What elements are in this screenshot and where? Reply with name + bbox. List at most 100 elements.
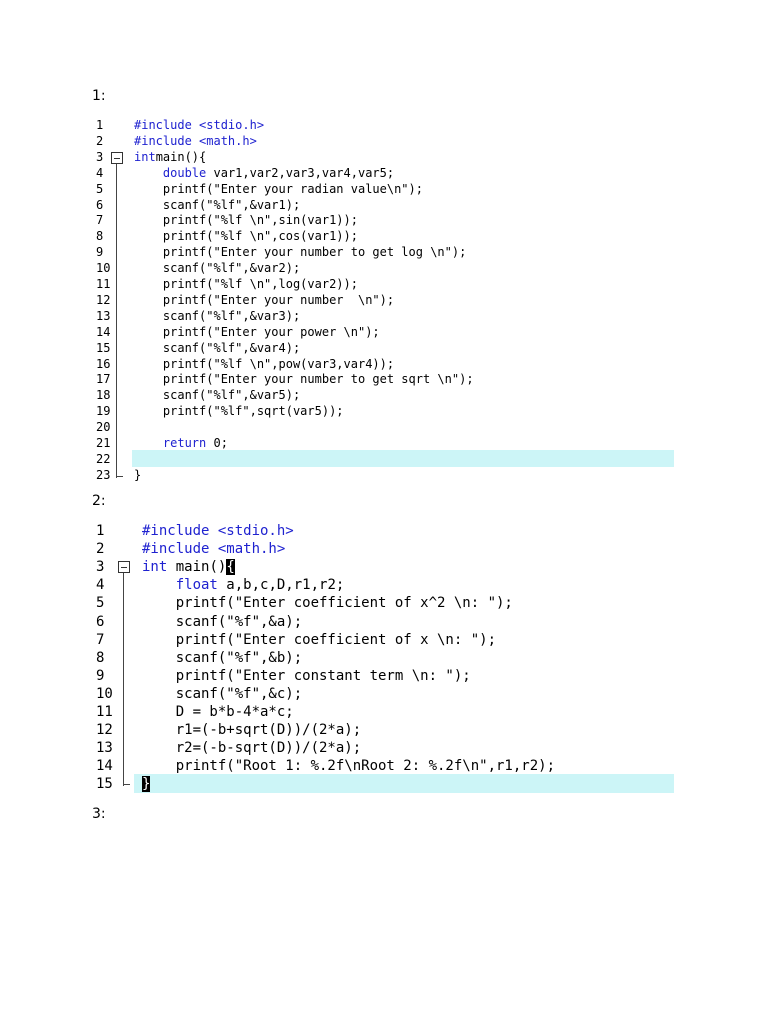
line-number: 9 xyxy=(96,667,105,684)
code-token: scanf("%f",&a); xyxy=(142,613,303,630)
line-number: 23 xyxy=(96,467,111,482)
code-line: } xyxy=(142,776,151,793)
line-number: 4 xyxy=(96,577,105,594)
code-token: r1=(-b+sqrt(D))/(2*a); xyxy=(142,722,362,739)
fold-end-marker xyxy=(123,784,130,786)
code-token: printf("%lf",sqrt(var5)); xyxy=(134,404,344,419)
section-label-1: 1: xyxy=(92,88,106,104)
code-line: scanf("%lf",&var1); xyxy=(134,198,300,212)
line-number: 14 xyxy=(96,758,113,775)
section-label-2: 2: xyxy=(92,493,106,509)
code-token: scanf("%lf",&var5); xyxy=(134,388,301,403)
code-token: printf("Enter constant term \n: "); xyxy=(142,667,471,684)
code-token: D = b*b-4*a*c; xyxy=(142,704,294,720)
code-line: printf("Enter your radian value\n"); xyxy=(134,182,423,196)
code-line: printf("%lf \n",sin(var1)); xyxy=(134,213,358,227)
line-number: 15 xyxy=(96,776,113,793)
code-line: r2=(-b-sqrt(D))/(2*a); xyxy=(142,740,361,756)
code-token: int xyxy=(134,149,156,164)
code-line: printf("Enter coefficient of x^2 \n: "); xyxy=(142,595,513,611)
code-token: printf("Enter your radian value\n"); xyxy=(134,181,423,196)
line-number: 1 xyxy=(96,523,105,539)
line-number: 7 xyxy=(96,631,105,648)
code-line: double var1,var2,var3,var4,var5; xyxy=(134,166,394,180)
code-token: a,b,c,D,r1,r2; xyxy=(217,577,345,594)
current-line-highlight xyxy=(132,449,674,467)
code-line: scanf("%lf",&var3); xyxy=(134,309,300,323)
code-token: float xyxy=(175,577,218,594)
line-number: 10 xyxy=(96,685,113,702)
code-token xyxy=(134,436,163,450)
fold-end-marker xyxy=(116,475,123,477)
line-number: 20 xyxy=(96,420,111,435)
fold-guide-line xyxy=(123,573,124,787)
line-number: 3 xyxy=(96,559,105,576)
text-cursor: { xyxy=(226,559,235,576)
code-line: printf("Enter your number \n"); xyxy=(134,293,394,307)
section-label-3: 3: xyxy=(92,806,106,822)
line-number: 15 xyxy=(96,340,111,355)
fold-collapse-icon[interactable] xyxy=(111,151,123,164)
line-number: 6 xyxy=(96,197,104,212)
code-line: scanf("%f",&b); xyxy=(142,650,302,666)
line-number: 5 xyxy=(96,595,105,612)
code-line: #include <math.h> xyxy=(134,134,257,148)
code-line: printf("Enter your number to get log \n"… xyxy=(134,245,466,259)
code-token: scanf("%lf",&var2); xyxy=(134,261,301,276)
line-number: 8 xyxy=(96,649,105,666)
line-number: 21 xyxy=(96,436,111,450)
line-number: 3 xyxy=(96,149,104,164)
code-line: #include <stdio.h> xyxy=(134,118,264,132)
code-line: printf("%lf \n",log(var2)); xyxy=(134,277,358,291)
code-token: printf("%lf \n",pow(var3,var4)); xyxy=(134,356,395,371)
code-token: var1,var2,var3,var4,var5; xyxy=(206,165,395,180)
code-token: scanf("%lf",&var4); xyxy=(134,340,301,355)
code-line: printf("%lf \n",cos(var1)); xyxy=(134,229,358,243)
code-token: printf("Enter coefficient of x \n: "); xyxy=(142,631,497,648)
code-line: printf("Enter constant term \n: "); xyxy=(142,668,471,684)
code-token: scanf("%f",&b); xyxy=(142,649,303,666)
code-token: main(){ xyxy=(155,149,207,164)
line-number: 18 xyxy=(96,388,111,403)
code-token: #include <stdio.h> xyxy=(134,118,265,132)
line-number: 6 xyxy=(96,613,105,630)
line-number: 22 xyxy=(96,451,111,466)
code-token: scanf("%lf",&var3); xyxy=(134,308,301,323)
code-line: printf("Enter your number to get sqrt \n… xyxy=(134,372,474,386)
line-number: 16 xyxy=(96,356,111,371)
code-line: scanf("%f",&c); xyxy=(142,686,302,702)
line-number: 2 xyxy=(96,133,104,148)
code-token: scanf("%lf",&var1); xyxy=(134,197,301,212)
line-number: 17 xyxy=(96,372,111,387)
code-line: scanf("%f",&a); xyxy=(142,614,302,630)
line-number: 5 xyxy=(96,181,104,196)
code-token: printf("Root 1: %.2f\nRoot 2: %.2f\n",r1… xyxy=(142,758,556,775)
code-line: printf("Enter your power \n"); xyxy=(134,325,380,339)
line-number: 19 xyxy=(96,404,111,419)
code-line: scanf("%lf",&var4); xyxy=(134,341,300,355)
code-token: int xyxy=(142,559,168,576)
code-line: printf("Root 1: %.2f\nRoot 2: %.2f\n",r1… xyxy=(142,758,555,774)
line-number: 11 xyxy=(96,277,111,291)
text-cursor: } xyxy=(142,776,151,793)
code-token: printf("Enter your power \n"); xyxy=(134,324,380,339)
line-number: 8 xyxy=(96,229,104,244)
code-token: #include <math.h> xyxy=(134,133,257,148)
current-line-highlight xyxy=(134,774,674,794)
code-line: } xyxy=(134,468,141,482)
code-token: printf("Enter your number to get sqrt \n… xyxy=(134,372,474,387)
code-token xyxy=(142,577,176,593)
code-token: printf("Enter coefficient of x^2 \n: "); xyxy=(142,595,513,612)
line-number: 2 xyxy=(96,541,105,558)
code-token: #include <math.h> xyxy=(142,541,286,558)
code-line: float a,b,c,D,r1,r2; xyxy=(142,577,345,594)
fold-guide-line xyxy=(116,163,117,478)
line-number: 13 xyxy=(96,740,113,757)
code-token: main() xyxy=(167,559,227,576)
fold-collapse-icon[interactable] xyxy=(118,561,130,574)
code-token: printf("Enter your number \n"); xyxy=(134,292,395,307)
code-line: int main(){ xyxy=(142,559,235,576)
line-number: 11 xyxy=(96,704,113,720)
code-token: printf("Enter your number to get log \n"… xyxy=(134,245,467,260)
